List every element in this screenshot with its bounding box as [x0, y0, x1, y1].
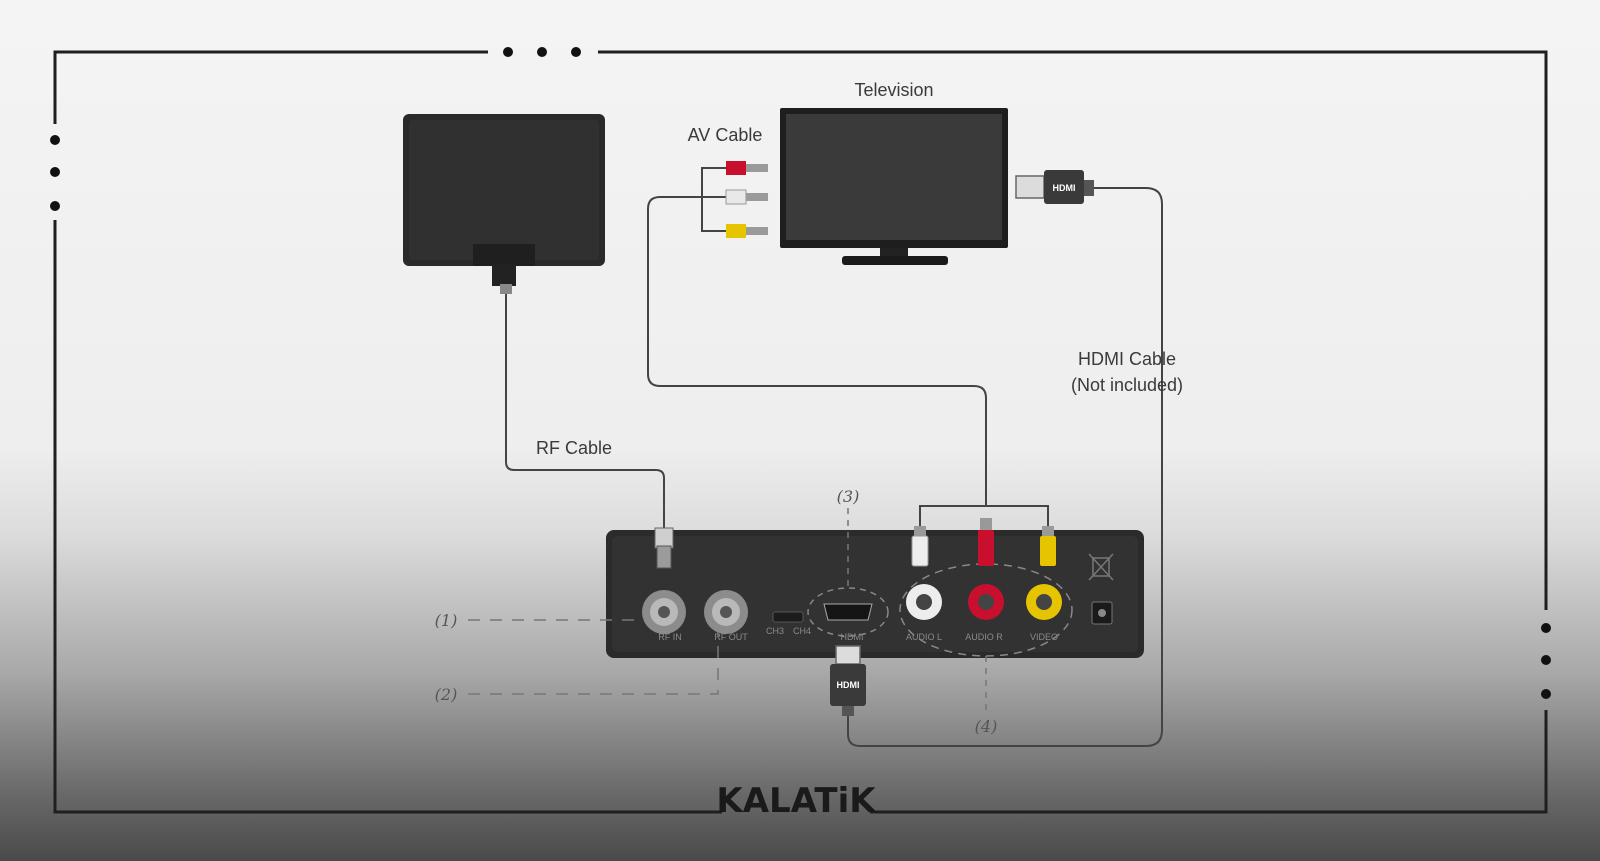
callout-4: (4) — [975, 717, 998, 736]
rca-plugs-box — [911, 518, 1056, 567]
av-cable-label: AV Cable — [688, 125, 763, 145]
set-top-box: RF IN RF OUT CH3 CH4 HDMI AUDIO L AUDIO … — [606, 530, 1144, 658]
hdmi-port-label: HDMI — [841, 632, 864, 642]
hdmi-port — [823, 603, 873, 621]
rf-out-label: RF OUT — [714, 632, 748, 642]
hdmi-plug-tv: HDMI — [1015, 170, 1094, 204]
antenna — [403, 114, 605, 294]
callout-leaders — [468, 508, 987, 714]
rf-in-label: RF IN — [658, 632, 682, 642]
rf-cable-label: RF Cable — [536, 438, 612, 458]
television — [780, 108, 1008, 265]
hdmi-plug-box: HDMI — [830, 645, 866, 716]
cables — [505, 167, 1163, 747]
weee-icon — [1088, 553, 1114, 581]
audio-l-label: AUDIO L — [906, 632, 942, 642]
video-jack — [1026, 584, 1062, 620]
frame-dots-right — [1541, 623, 1551, 699]
frame-dots-top — [503, 47, 581, 57]
frame-dots-left — [50, 135, 60, 211]
video-label: VIDEO — [1030, 632, 1058, 642]
audio-r-label: AUDIO R — [965, 632, 1003, 642]
rf-cable — [505, 292, 665, 530]
rf-out-port — [704, 590, 748, 634]
hdmi-cable-label: HDMI Cable — [1078, 349, 1176, 369]
callout-3: (3) — [837, 487, 860, 506]
hdmi-cable — [847, 187, 1163, 747]
rf-in-port — [642, 590, 686, 634]
channel-switch — [772, 611, 804, 623]
ch4-label: CH4 — [793, 626, 811, 636]
hdmi-plug-label-tv: HDMI — [1053, 183, 1076, 193]
callout-2: (2) — [435, 685, 458, 704]
rca-plugs-tv — [725, 161, 768, 238]
ch3-label: CH3 — [766, 626, 784, 636]
hdmi-plug-label-box: HDMI — [837, 680, 860, 690]
brand-logo: KALATiK — [716, 781, 877, 821]
audio-r-jack — [968, 584, 1004, 620]
decorative-frame — [53, 50, 1548, 814]
rf-connector — [654, 527, 674, 569]
hdmi-cable-note: (Not included) — [1071, 375, 1183, 395]
television-label: Television — [854, 80, 933, 100]
av-cable — [647, 196, 987, 506]
callout-1: (1) — [435, 611, 458, 630]
audio-l-jack — [906, 584, 942, 620]
